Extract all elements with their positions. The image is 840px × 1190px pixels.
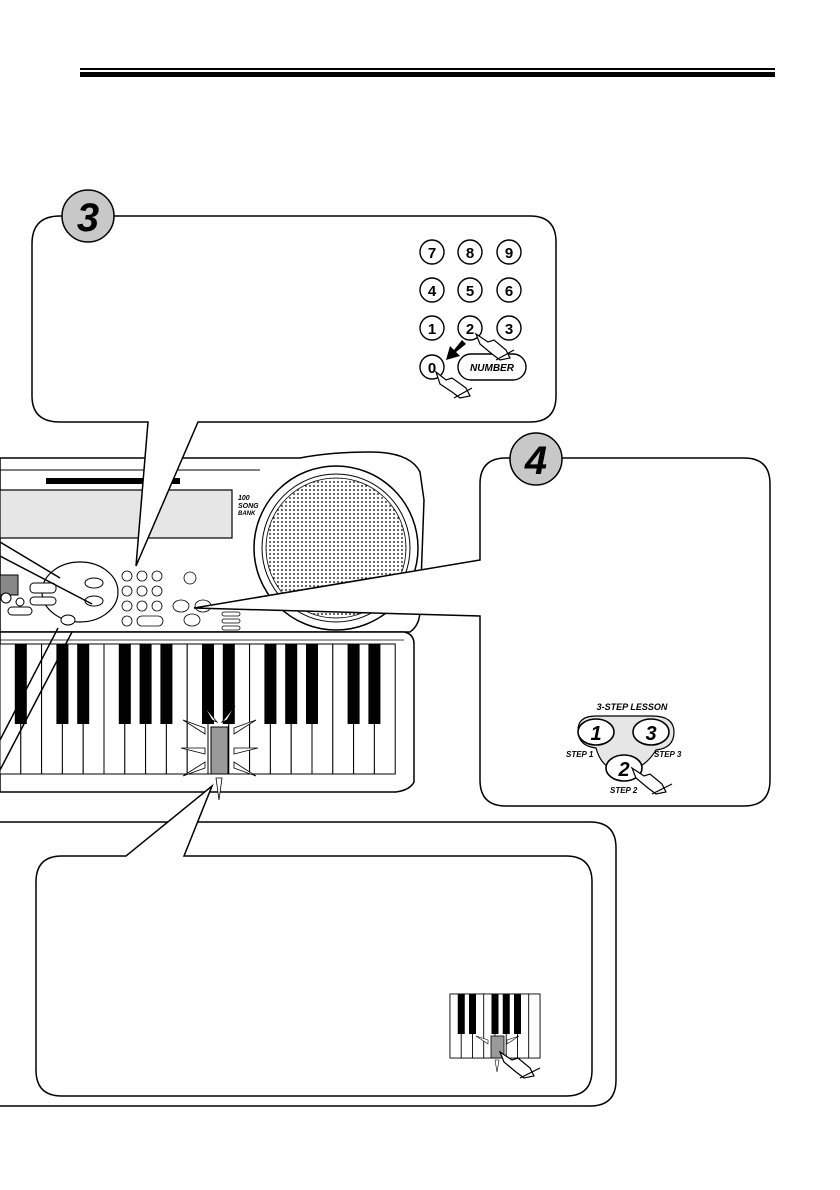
lesson-button-2: 2 [617, 759, 629, 781]
key-3: 3 [505, 321, 513, 338]
lesson-button-1: 1 [590, 723, 601, 745]
key-8: 8 [466, 245, 474, 262]
black-key [77, 644, 90, 724]
key-7: 7 [428, 245, 436, 262]
black-key [139, 644, 152, 724]
arrow-icon [446, 340, 466, 360]
number-key-label: NUMBER [470, 363, 515, 374]
pointing-hand-icon-3 [630, 766, 673, 795]
black-key [14, 644, 27, 724]
mini-black-key [514, 994, 521, 1034]
black-key [222, 644, 235, 724]
brand-line-3: BANK [238, 511, 256, 517]
black-key [56, 644, 69, 724]
mini-white-key [528, 993, 541, 1059]
key-5: 5 [466, 283, 474, 300]
bottom-callout [0, 783, 617, 1107]
key-9: 9 [505, 245, 513, 262]
mini-keyboard [449, 993, 541, 1079]
pointing-hand-icon-2 [474, 332, 515, 361]
step-3-number: 3 [77, 196, 99, 240]
mini-black-key [469, 994, 476, 1034]
brand-line-1: 100 [238, 495, 250, 502]
step-2-label: STEP 2 [610, 786, 638, 795]
step-3-label: STEP 3 [654, 750, 682, 759]
brand-line-2: SONG [238, 503, 259, 510]
key-0: 0 [428, 360, 436, 377]
black-key [118, 644, 131, 724]
black-key [306, 644, 318, 724]
lesson-title: 3-STEP LESSON [597, 702, 668, 712]
control-cluster-left [0, 561, 119, 626]
header-rule [80, 68, 775, 77]
mini-lesson-buttons [172, 571, 241, 631]
key-4: 4 [428, 283, 437, 300]
mini-keypad [121, 570, 164, 627]
step-4-number: 4 [524, 439, 547, 483]
key-2: 2 [466, 321, 474, 338]
keyboard-body: 100 SONG BANK [0, 451, 425, 801]
step-3-badge: 3 [61, 189, 115, 243]
black-key [368, 644, 381, 724]
lesson-button-3: 3 [645, 723, 656, 745]
mini-black-key [502, 994, 510, 1034]
number-keypad: 7 8 9 4 5 6 1 2 3 0 NUMBER [419, 239, 527, 399]
black-key [285, 644, 298, 724]
step-3-callout: 3 7 8 9 4 5 6 1 2 3 0 NUMBER [0, 189, 557, 771]
key-1: 1 [428, 321, 436, 338]
black-key [264, 644, 277, 724]
key-6: 6 [505, 283, 513, 300]
pointing-hand-icon-4 [498, 1050, 541, 1079]
step-1-label: STEP 1 [566, 750, 594, 759]
black-keys [14, 644, 381, 724]
lesson-buttons: 3-STEP LESSON 1 3 2 STEP 1 STEP 3 STEP 2 [566, 702, 682, 795]
mini-black-key [457, 994, 465, 1034]
pointing-hand-icon [434, 370, 473, 399]
black-key [202, 644, 214, 724]
black-key [347, 644, 360, 724]
mini-black-key [491, 994, 499, 1034]
step-4-callout: 4 3-STEP LESSON 1 3 2 STEP 1 STEP 3 STEP… [193, 432, 771, 807]
lit-key-indicator [180, 705, 259, 801]
step-4-badge: 4 [509, 432, 563, 486]
black-key [160, 644, 173, 724]
